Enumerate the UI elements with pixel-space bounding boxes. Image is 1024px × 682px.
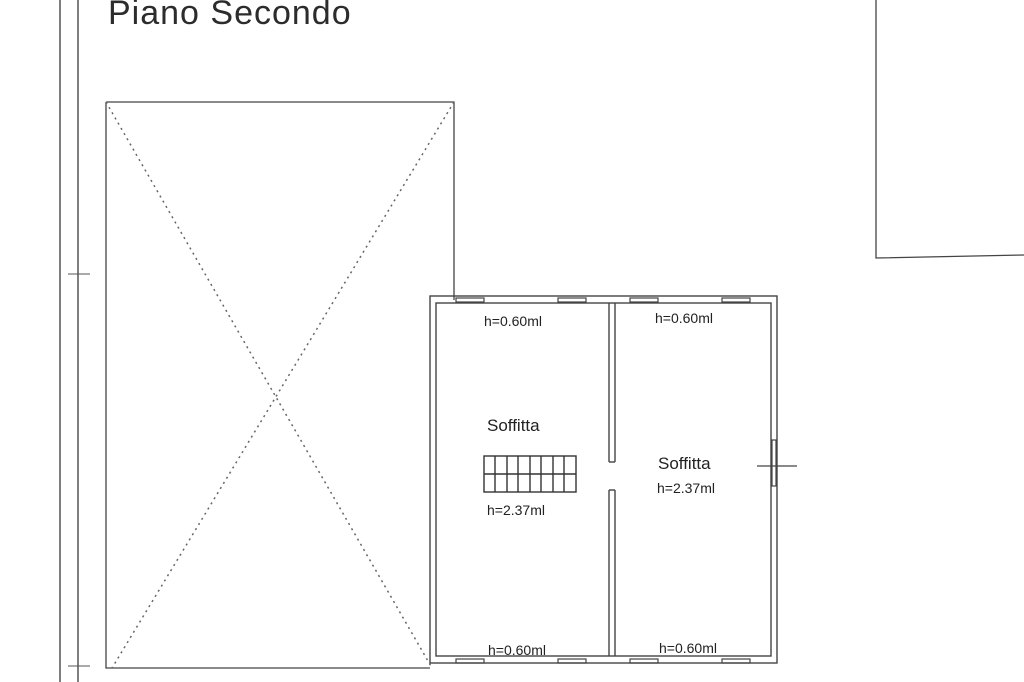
void-area (105, 101, 455, 669)
stair-symbol (483, 455, 577, 493)
room-height-left: h=2.37ml (487, 502, 545, 518)
floor-title: Piano Secondo (108, 0, 352, 32)
room-name-left: Soffitta (487, 416, 540, 435)
void-diagonal (105, 101, 433, 669)
wall-windows (455, 297, 777, 664)
eave-height-label: h=0.60ml (655, 310, 713, 326)
void-diagonal (111, 101, 455, 669)
room-name-right: Soffitta (658, 454, 711, 473)
room-height-right: h=2.37ml (657, 480, 715, 496)
eave-height-label: h=0.60ml (488, 642, 546, 658)
eave-height-label: h=0.60ml (659, 640, 717, 656)
eave-height-label: h=0.60ml (484, 313, 542, 329)
attic-walls (429, 295, 778, 664)
adjacent-building (875, 0, 1024, 259)
